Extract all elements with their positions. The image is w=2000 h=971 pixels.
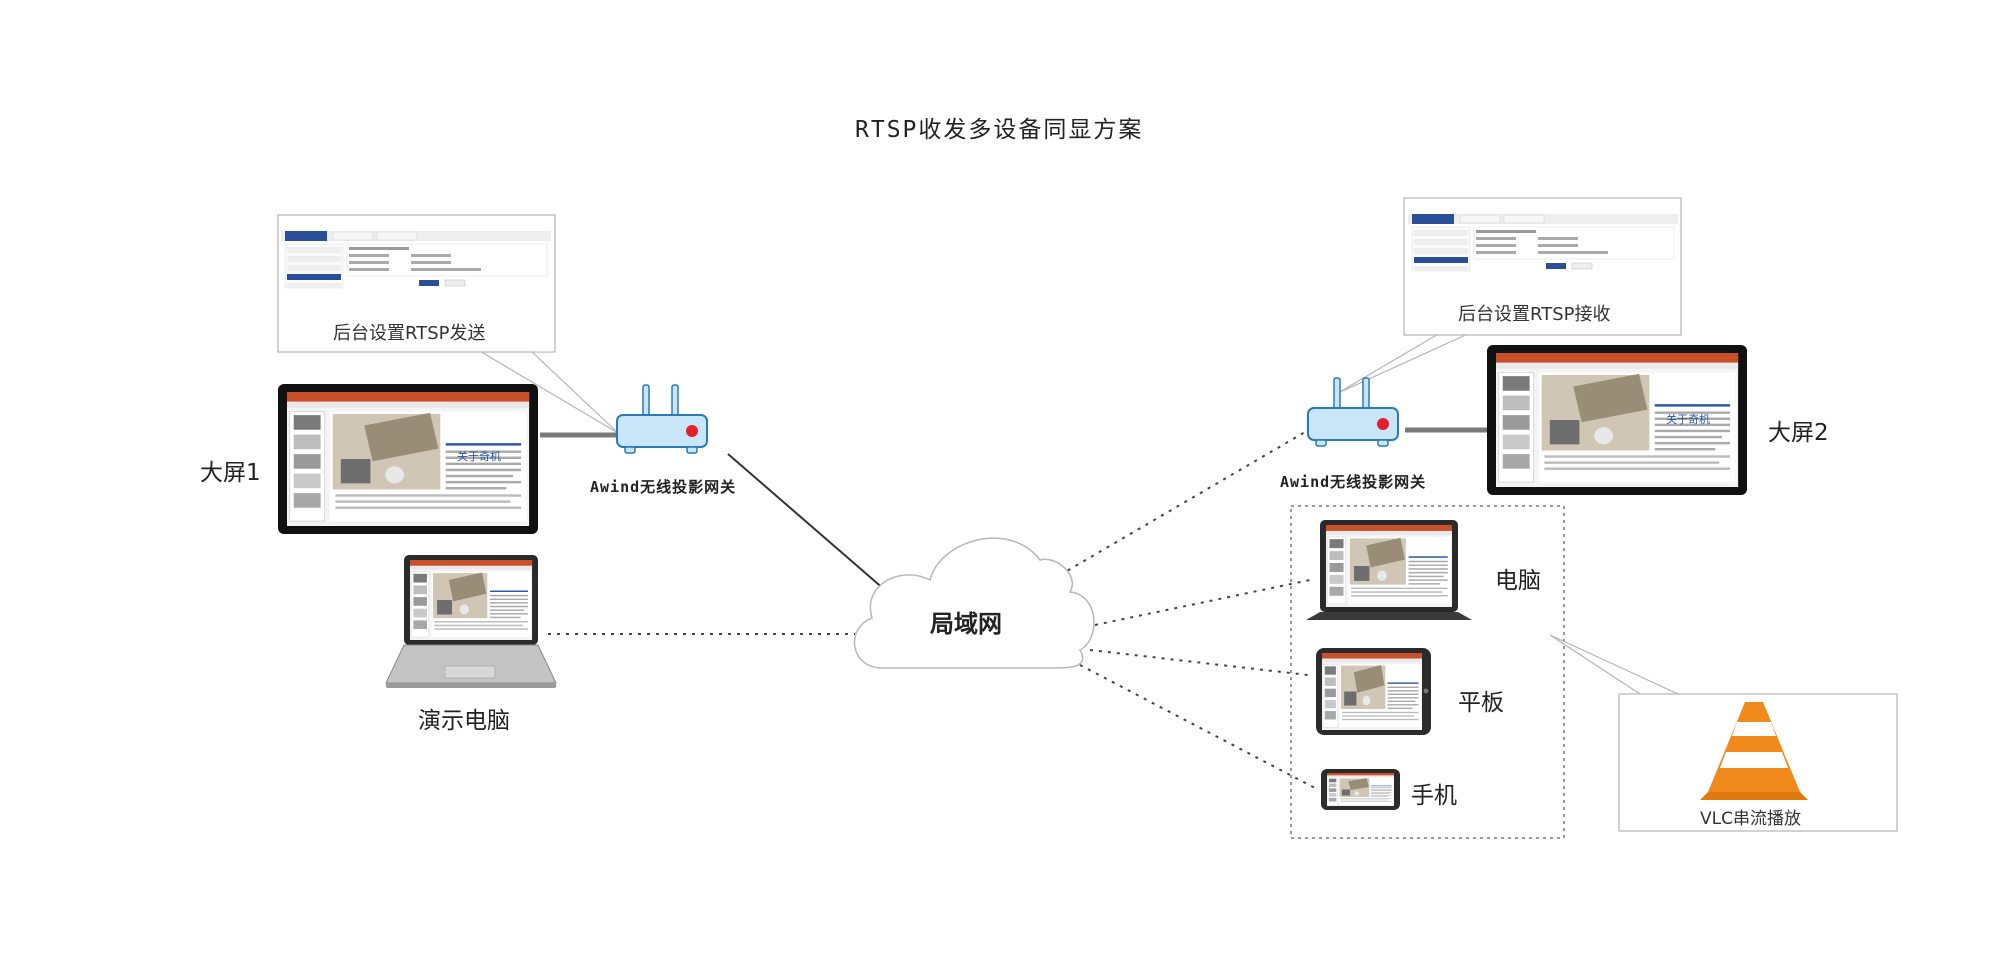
link-lan-pc — [1094, 579, 1311, 626]
callout-send-label: 后台设置RTSP发送 — [333, 323, 486, 344]
send-settings-screenshot — [280, 216, 552, 293]
screen2-label: 大屏2 — [1768, 420, 1829, 446]
phone-device — [1321, 769, 1400, 810]
receive-settings-screenshot — [1407, 199, 1679, 276]
gateway-right-icon — [1307, 377, 1399, 447]
screen1-label: 大屏1 — [200, 460, 261, 486]
lan-cloud-icon — [853, 537, 1095, 669]
connection-lines — [540, 427, 1490, 789]
callout-vlc-label: VLC串流播放 — [1700, 809, 1801, 829]
link-lan-tablet — [1089, 649, 1309, 676]
screen2-slide-heading: 关于奇机 — [1666, 412, 1710, 426]
link-lan-gateway-right — [1059, 431, 1306, 576]
gateway-left-label: Awind无线投影网关 — [590, 478, 737, 496]
big-screen-1 — [278, 384, 538, 534]
demo-laptop — [385, 555, 557, 688]
gateway-left-icon — [616, 384, 708, 454]
pc-label: 电脑 — [1495, 568, 1541, 594]
vlc-cone-icon — [1700, 702, 1808, 800]
link-lan-phone — [1079, 664, 1316, 789]
link-gateway-left-lan — [727, 453, 886, 591]
callout-receive — [1337, 197, 1682, 394]
demo-pc-label: 演示电脑 — [418, 708, 510, 734]
callout-vlc — [1549, 634, 1898, 832]
pc-laptop — [1306, 520, 1472, 620]
phone-label: 手机 — [1411, 783, 1457, 809]
client-devices-group — [1290, 505, 1565, 839]
callout-send — [277, 214, 619, 434]
lan-label: 局域网 — [930, 610, 1002, 638]
tablet-label: 平板 — [1458, 690, 1504, 716]
callout-receive-label: 后台设置RTSP接收 — [1458, 304, 1611, 325]
big-screen-2 — [1487, 345, 1747, 495]
page-title: RTSP收发多设备同显方案 — [855, 117, 1144, 143]
screen1-slide-heading: 关于奇机 — [457, 449, 501, 463]
tablet-device — [1316, 648, 1431, 735]
gateway-right-label: Awind无线投影网关 — [1280, 473, 1427, 491]
